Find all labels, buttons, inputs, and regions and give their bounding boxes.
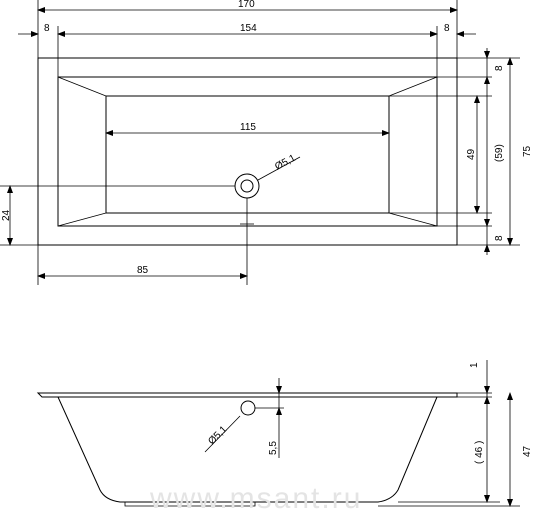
dim-drain-diameter: Ø5,1 bbox=[273, 153, 298, 173]
dim-rim-thickness: 1 bbox=[469, 362, 480, 368]
dim-right-rim: 8 bbox=[444, 23, 450, 34]
dim-left-rim: 8 bbox=[44, 23, 50, 34]
dim-floor-length: 115 bbox=[240, 122, 256, 133]
dim-overall-height: 47 bbox=[522, 445, 533, 457]
dim-overflow-offset: 5,5 bbox=[268, 441, 279, 455]
dim-drain-offset-y: 24 bbox=[1, 209, 12, 221]
top-view: 170 8 154 8 115 Ø5,1 24 85 bbox=[0, 0, 533, 285]
dim-floor-width: 49 bbox=[466, 148, 477, 160]
tub-inner-outline bbox=[57, 76, 438, 227]
tub-floor-outline bbox=[105, 95, 390, 214]
dim-inner-depth: ( 46 ) bbox=[474, 441, 485, 464]
dim-bottom-rim: 8 bbox=[494, 235, 505, 241]
watermark: www.msant.ru bbox=[149, 482, 362, 511]
overflow-icon bbox=[240, 400, 256, 416]
dim-inner-width: (59) bbox=[494, 144, 505, 162]
dim-overflow-diameter: Ø5,1 bbox=[206, 424, 229, 447]
dim-inner-length: 154 bbox=[240, 23, 257, 34]
tub-outer-outline bbox=[37, 57, 458, 246]
dim-overall-width: 170 bbox=[238, 0, 255, 10]
tub-side-rim bbox=[36, 392, 458, 398]
dim-top-rim: 8 bbox=[494, 65, 505, 71]
dim-overall-depth: 75 bbox=[522, 145, 533, 157]
dim-drain-offset-x: 85 bbox=[137, 265, 149, 276]
side-view: Ø5,1 5,5 1 ( 46 ) 47 bbox=[36, 360, 533, 507]
